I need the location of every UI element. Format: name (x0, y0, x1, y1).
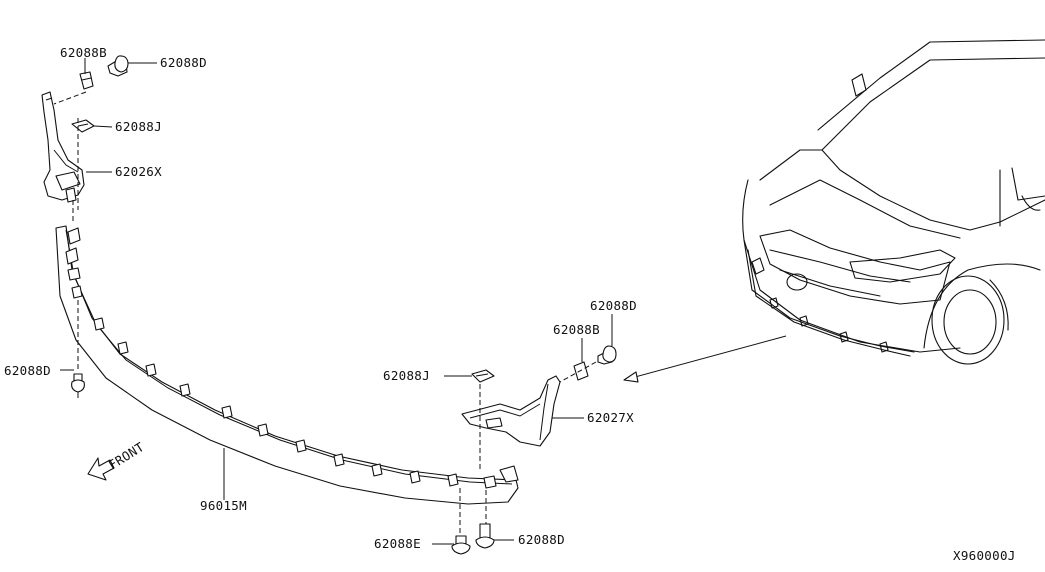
left-bracket-62026x (41, 91, 85, 203)
diagram-code: X960000J (953, 548, 1016, 563)
label-62088d-top-left: 62088D (160, 55, 207, 70)
fastener-62088e (451, 535, 471, 555)
clip-62088j-right (471, 369, 495, 383)
label-62027x: 62027X (587, 410, 634, 425)
car-illustration (742, 39, 1045, 365)
clip-62088b-top-left (79, 71, 94, 90)
right-bracket-62027x (461, 375, 561, 447)
label-62088e: 62088E (374, 536, 421, 551)
screw-62088d-bottom (475, 523, 495, 549)
screw-62088d-lower-left (71, 373, 85, 398)
screw-62088d-right-upper (597, 345, 617, 365)
label-96015m: 96015M (200, 498, 247, 513)
label-62088j-right: 62088J (383, 368, 430, 383)
label-62026x: 62026X (115, 164, 162, 179)
label-62088b-top-left: 62088B (60, 45, 107, 60)
screw-62088d-top-left (107, 55, 129, 77)
pointer-arrow-icon (623, 371, 639, 383)
label-62088d-lower-left: 62088D (4, 363, 51, 378)
label-front: FRONT (106, 439, 147, 473)
label-62088d-bottom: 62088D (518, 532, 565, 547)
spoiler-96015m (55, 225, 519, 505)
clip-62088j-left (71, 119, 95, 133)
front-arrow-icon (87, 457, 115, 481)
label-62088d-right-upper: 62088D (590, 298, 637, 313)
label-62088b-right: 62088B (553, 322, 600, 337)
clip-62088b-right (573, 361, 589, 381)
label-62088j-left: 62088J (115, 119, 162, 134)
